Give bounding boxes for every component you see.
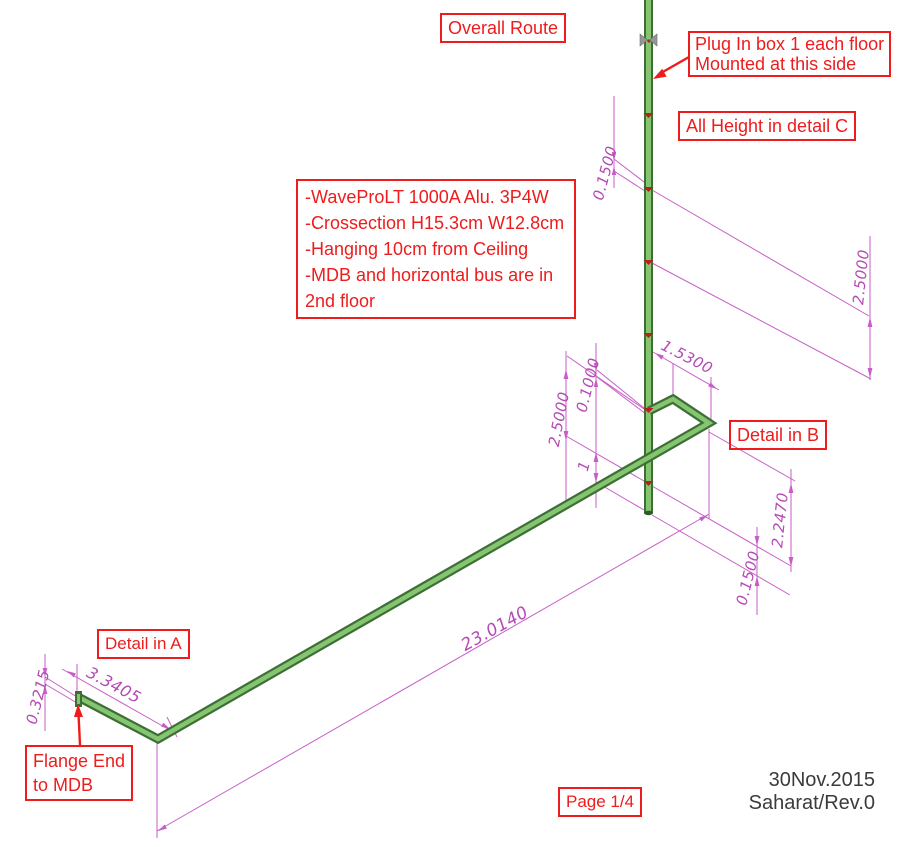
riser-bottom-cap [644, 510, 653, 516]
spec-line-hanging: -Hanging 10cm from Ceiling [305, 239, 529, 259]
spec-line-crossection: -Crossection H15.3cm W12.8cm [305, 213, 565, 233]
spec-line-product: -WaveProLT 1000A Alu. 3P4W [305, 187, 549, 207]
dimension-floor-height: 2.5000 [849, 248, 873, 306]
plug-in-box-label-line1: Plug In box 1 each floor [695, 34, 885, 54]
overall-route-label: Overall Route [440, 13, 567, 43]
busway-main-run [77, 393, 718, 745]
dimension-riser-top-offset: 0.1500 [589, 143, 621, 203]
dimension-riser-tail: 1 [574, 458, 594, 474]
dimension-branch-run: 1.5300 [658, 336, 716, 378]
page-number-label: Page 1/4 [558, 787, 643, 817]
drawing-date: 30Nov.2015 [768, 769, 875, 791]
drawing-revision: Saharat/Rev.0 [748, 792, 875, 814]
flange-end-label-line1: Flange End [33, 751, 126, 771]
dimension-main-run: 23.0140 [457, 602, 533, 656]
dimension-drop-to-mdb-level: 2.2470 [768, 491, 792, 549]
dimension-bottom-offset: 0.1500 [732, 548, 764, 608]
dimension-ceiling-offset: 0.1000 [572, 355, 604, 415]
detail-b-label: Detail in B [729, 420, 828, 450]
busway-route [75, 0, 718, 745]
dimension-arrowheads [42, 152, 873, 831]
flange-end-arrow [74, 704, 83, 746]
busway-spec-note: -WaveProLT 1000A Alu. 3P4W -Crossection … [296, 179, 576, 319]
detail-a-label: Detail in A [97, 629, 190, 659]
plug-in-box-arrow [653, 55, 690, 79]
dimension-riser-drop: 2.5000 [544, 390, 574, 448]
all-height-label: All Height in detail C [678, 111, 857, 141]
flange-end-label: Flange End to MDB [25, 745, 134, 801]
plug-in-box-label-line2: Mounted at this side [695, 54, 857, 74]
annotation-arrows [74, 55, 690, 746]
dimension-detail-a-run: 3.3405 [83, 662, 145, 708]
dimension-lines [44, 96, 872, 838]
riser-joint-marks [643, 39, 654, 486]
flange-end-label-line2: to MDB [33, 775, 94, 795]
plug-in-box-label: Plug In box 1 each floor Mounted at this… [688, 31, 892, 77]
spec-line-mdb: -MDB and horizontal bus are in [305, 265, 554, 285]
spec-line-mdb-cont: 2nd floor [305, 291, 376, 311]
dimension-flange-rise: 0.3215 [22, 667, 54, 727]
riser-connector-clip [639, 33, 658, 47]
